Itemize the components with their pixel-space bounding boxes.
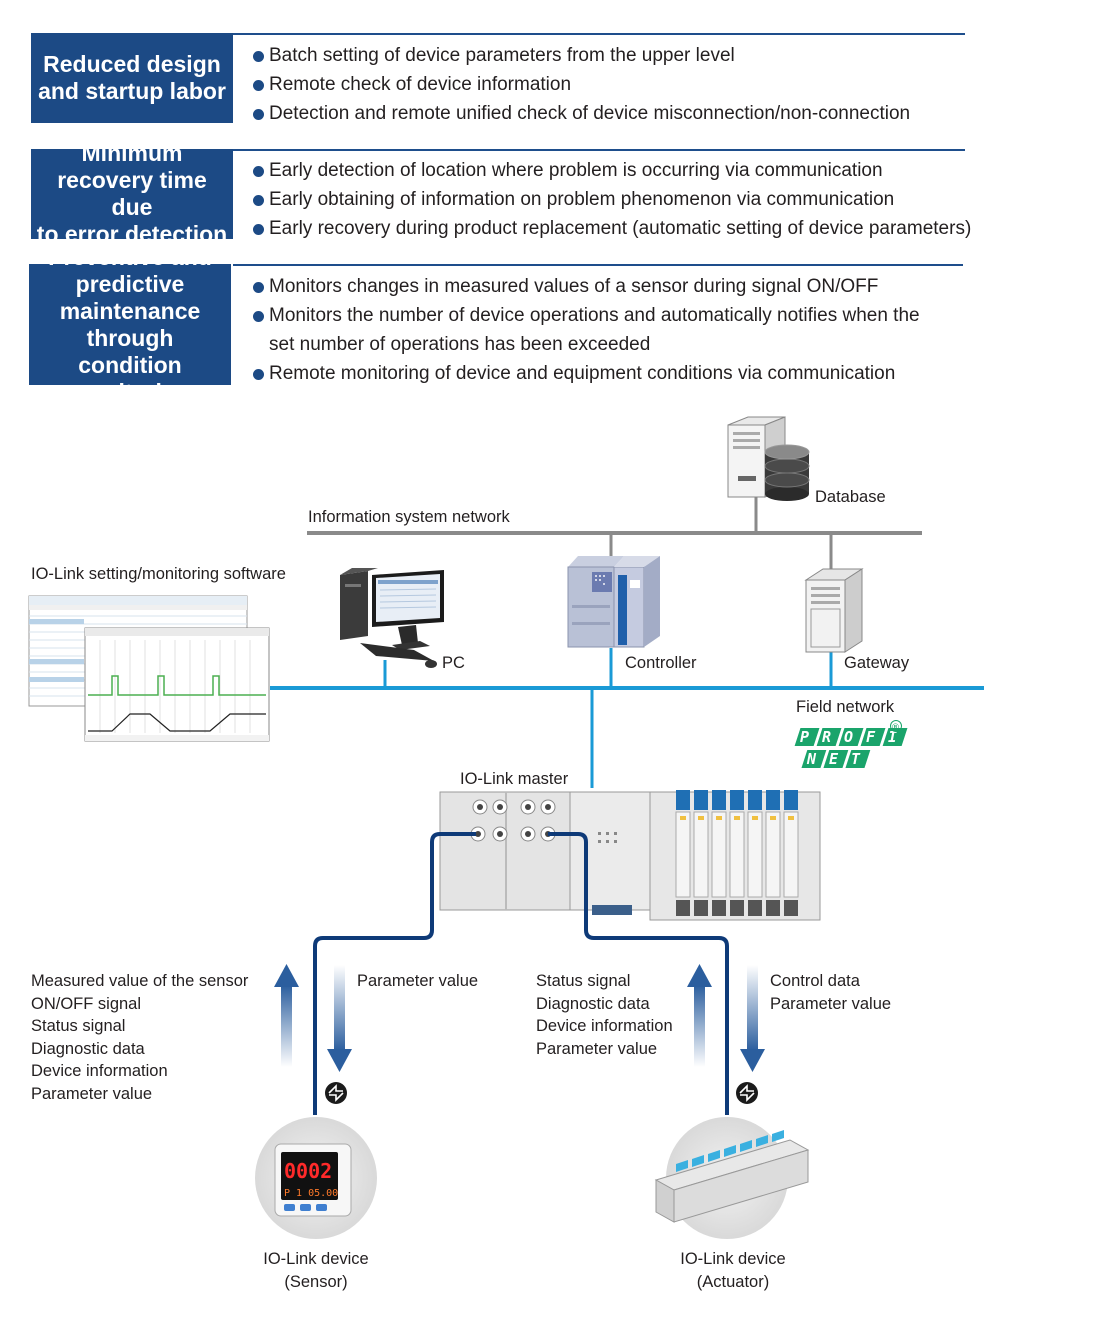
- bullet-item: Remote check of device information: [253, 70, 910, 99]
- sensor-device-icon: 0002 P 1 05.00: [255, 1117, 377, 1239]
- profinet-logo: P R O F I N E T: [794, 720, 908, 768]
- sensor-up-arrow: [274, 964, 299, 1067]
- profinet-letter: P: [800, 728, 809, 746]
- actuator-up-data-list: Status signal Diagnostic data Device inf…: [536, 970, 673, 1060]
- actuator-up-arrow: [687, 964, 712, 1067]
- data-item: Status signal: [31, 1017, 126, 1035]
- sensor-io-link-cable: [313, 832, 476, 1115]
- data-item: Device information: [536, 1017, 673, 1035]
- valve-row: [675, 790, 799, 916]
- bullet-item: Early recovery during product replacemen…: [253, 214, 971, 243]
- actuator-down-data-list: Control data Parameter value: [770, 970, 891, 1015]
- data-item: Parameter value: [357, 972, 479, 990]
- divider: [233, 33, 965, 35]
- title-line: maintenance through: [59, 297, 201, 351]
- data-item: Diagnostic data: [31, 1039, 145, 1058]
- profinet-letter: F: [866, 728, 876, 746]
- device-type: (Sensor): [284, 1272, 348, 1291]
- bullet-item: Batch setting of device parameters from …: [253, 41, 910, 70]
- divider: [233, 149, 965, 151]
- title-line: and startup labor: [38, 78, 226, 104]
- feature-bullets: Batch setting of device parameters from …: [253, 41, 910, 128]
- data-item: ON/OFF signal: [31, 994, 142, 1013]
- bullet-item: Early obtaining of information on proble…: [253, 185, 971, 214]
- data-item: Measured value of the sensor: [31, 972, 249, 990]
- title-line: Reduced design: [43, 51, 221, 77]
- profinet-letter: N: [806, 750, 817, 768]
- data-item: Parameter value: [770, 994, 892, 1013]
- profinet-letter: T: [851, 750, 861, 768]
- controller-label: Controller: [625, 654, 697, 672]
- data-item: Diagnostic data: [536, 994, 650, 1013]
- bullet-item: Detection and remote unified check of de…: [253, 99, 910, 128]
- pc-icon: [340, 568, 444, 668]
- io-link-master-unit: [439, 790, 821, 921]
- info-network-label: Information system network: [308, 508, 510, 526]
- actuator-device-label: IO-Link device (Actuator): [675, 1248, 791, 1293]
- profinet-letter: E: [829, 750, 839, 768]
- device-name: IO-Link device: [263, 1250, 369, 1268]
- profinet-letter: R: [822, 728, 831, 746]
- registered-mark: ®: [891, 723, 900, 733]
- bullet-item: Early detection of location where proble…: [253, 156, 971, 185]
- sensor-display-setpoint: P 1 05.00: [284, 1188, 338, 1199]
- feature-bullets: Early detection of location where proble…: [253, 156, 971, 243]
- pc-label: PC: [442, 654, 465, 672]
- sensor-display-value: 0002: [284, 1159, 332, 1183]
- title-line: recovery time due: [57, 167, 207, 220]
- software-window-front: [84, 627, 270, 742]
- database-cylinder-icon: [764, 444, 810, 501]
- database-server-icon: [727, 416, 810, 501]
- actuator-io-link-cable: [548, 832, 729, 1115]
- io-link-symbol-icon: [325, 1082, 347, 1104]
- actuator-device-icon: [654, 1117, 810, 1239]
- device-name: IO-Link device: [680, 1250, 786, 1268]
- feature-bullets: Monitors changes in measured values of a…: [253, 272, 920, 388]
- bullet-item-continuation: set number of operations has been exceed…: [269, 334, 651, 355]
- software-label: IO-Link setting/monitoring software: [31, 565, 286, 583]
- data-item: Control data: [770, 972, 860, 990]
- profinet-letter: O: [844, 728, 853, 746]
- database-label: Database: [815, 488, 886, 506]
- actuator-down-arrow: [740, 965, 765, 1072]
- gateway-label: Gateway: [844, 654, 910, 672]
- io-link-symbol-icon: [736, 1082, 758, 1104]
- sensor-down-data-list: Parameter value: [357, 970, 478, 993]
- bullet-item: Monitors the number of device operations…: [253, 301, 920, 330]
- data-item: Device information: [31, 1062, 168, 1080]
- sensor-up-data-list: Measured value of the sensor ON/OFF sign…: [31, 970, 248, 1105]
- title-line: Preventive and: [48, 243, 212, 270]
- title-line: predictive: [75, 270, 185, 297]
- controller-icon: [567, 556, 660, 648]
- data-item: Parameter value: [536, 1039, 658, 1058]
- title-line: condition monitoring: [69, 351, 191, 405]
- title-line: to error detection: [36, 221, 228, 247]
- sensor-down-arrow: [327, 965, 352, 1072]
- data-item: Parameter value: [31, 1084, 153, 1103]
- profinet-letter: I: [888, 728, 897, 746]
- title-line: Minimum: [81, 140, 183, 166]
- gateway-icon: [804, 568, 864, 653]
- device-type: (Actuator): [696, 1272, 770, 1291]
- analog-trace: [88, 713, 266, 732]
- data-item: Status signal: [536, 972, 631, 990]
- signal-trace: [88, 675, 266, 696]
- io-link-master-label: IO-Link master: [460, 770, 569, 788]
- divider: [233, 264, 963, 266]
- bullet-item: Monitors changes in measured values of a…: [253, 272, 920, 301]
- bullet-item: Remote monitoring of device and equipmen…: [253, 359, 920, 388]
- sensor-device-label: IO-Link device (Sensor): [258, 1248, 374, 1293]
- field-network-label: Field network: [796, 698, 895, 716]
